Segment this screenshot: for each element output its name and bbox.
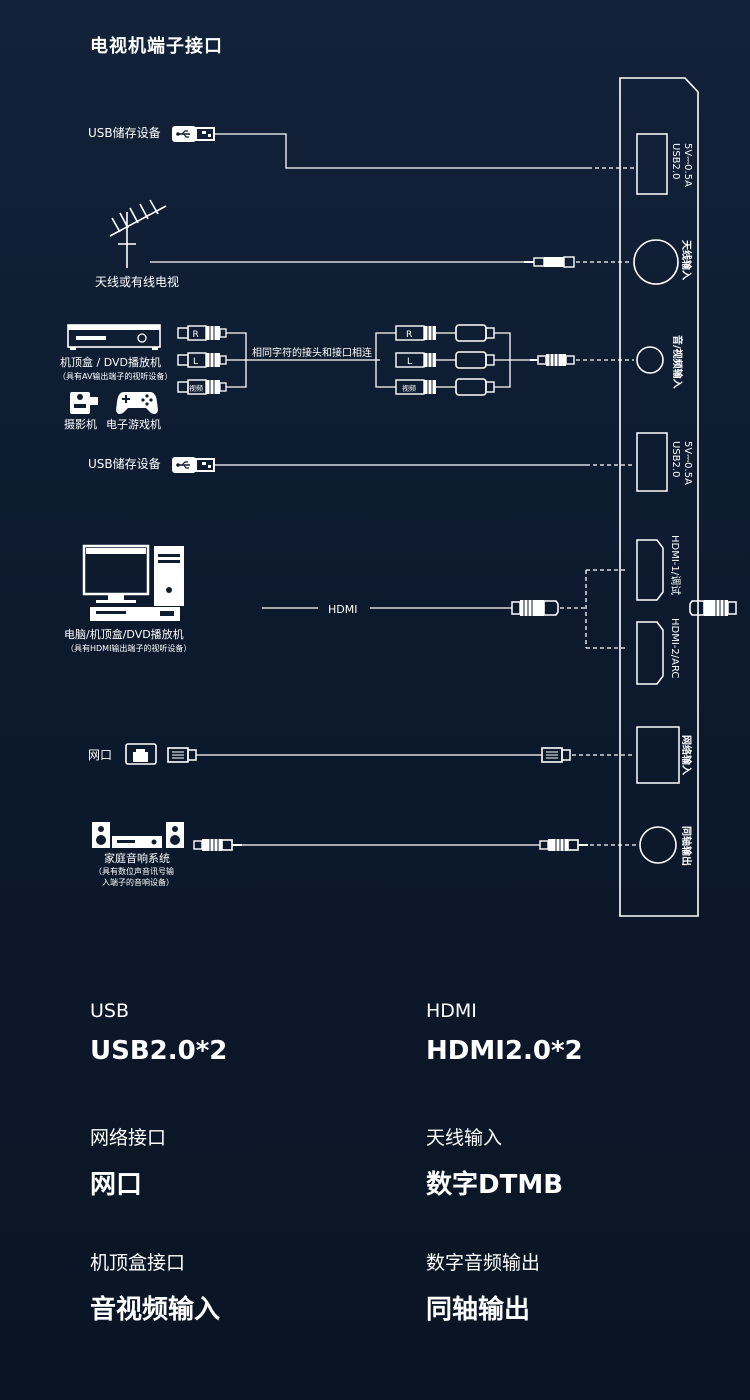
spec-value: 音视频输入 [90,1295,221,1325]
rj45-plug-icon [167,747,197,763]
spec-value: 网口 [90,1170,143,1200]
port-labels: USB2.0 5V⎓0.5A 天线输入 音/视频输入 USB2.0 5V⎓0.5… [669,143,693,866]
av-connect-note: 相同字符的接头和接口相连 [252,346,372,359]
rj45-plug-icon [541,747,571,763]
spec-value: 数字DTMB [426,1170,564,1200]
av-left-plugs: R L 视频 [177,325,227,395]
usb-2-row: USB储存设备 [88,432,668,492]
page-title: 电视机端子接口 [90,36,223,57]
network-row: 网口 [88,726,680,784]
set-top-box-label: 机顶盒 / DVD播放机 [60,355,161,369]
network-port [636,726,680,784]
hdmi-2-port [636,621,664,685]
av-port-label: 音/视频输入 [671,335,684,389]
svg-text:视频: 视频 [402,384,416,393]
hdmi-1-port-label: HDMI-1/调试 [669,535,682,595]
ethernet-port-icon [125,743,157,765]
antenna-row: 天线或有线电视 [95,199,679,289]
spec-hdmi: HDMI HDMI2.0*2 [426,1000,726,1066]
antenna-icon [109,199,167,268]
spec-label: USB [90,1000,130,1022]
camera-label: 摄影机 [64,417,97,431]
usb-1-port-power: 5V⎓0.5A [682,143,693,187]
av-middle-plugs: R L 视频 [395,324,530,396]
game-controller-icon [116,392,158,414]
game-console-label: 电子游戏机 [106,417,161,431]
spec-usb: USB USB2.0*2 [90,1000,390,1066]
antenna-label: 天线或有线电视 [95,274,179,289]
usb-1-row: USB储存设备 [88,125,668,195]
usb-1-port-label: USB2.0 [670,143,681,179]
usb-plug-icon [171,125,215,143]
spec-label: 数字音频输出 [426,1252,541,1274]
spec-label: 网络接口 [90,1127,167,1149]
svg-text:L: L [193,357,198,367]
usb-plug-icon [171,456,215,474]
spec-set-top-box: 机顶盒接口 音视频输入 [90,1248,390,1326]
network-label: 网口 [88,748,112,762]
computer-icon [82,544,184,621]
spec-value: USB2.0*2 [90,1036,228,1066]
coax-plug-icon [539,838,589,852]
hdmi-1-port [636,539,664,601]
usb-1-port [636,133,668,195]
computer-label: 电脑/机顶盒/DVD播放机 [64,627,184,641]
svg-text:L: L [407,357,412,367]
home-audio-note-1: （具有数位声音讯号输 [94,866,174,876]
computer-note: （具有HDMI输出端子的视听设备） [66,643,191,653]
usb-2-port [636,432,668,492]
usb-storage-2-label: USB储存设备 [88,456,161,471]
spec-label: HDMI [426,1000,477,1022]
hdmi-plug-icon [511,599,559,617]
spec-value: HDMI2.0*2 [426,1036,583,1066]
spec-digital-audio: 数字音频输出 同轴输出 [426,1248,726,1326]
hdmi-plug-icon [689,599,737,617]
antenna-port [633,239,679,285]
hdmi-cable-label: HDMI [328,603,357,616]
coax-row: 家庭音响系统 （具有数位声音讯号输 入端子的音响设备） [92,822,677,887]
set-top-box-note: （具有AV输出端子的视听设备） [58,371,172,381]
coax-plug-icon [193,838,243,852]
av-port [636,346,664,374]
dvd-player-icon [67,324,161,350]
av-row: 机顶盒 / DVD播放机 （具有AV输出端子的视听设备） 摄影机 电子游戏机 [58,324,664,431]
coax-port [639,826,677,864]
spec-value: 同轴输出 [426,1295,531,1325]
usb-2-port-power: 5V⎓0.5A [682,441,693,485]
home-audio-label: 家庭音响系统 [104,851,170,865]
hdmi-row: 电脑/机顶盒/DVD播放机 （具有HDMI输出端子的视听设备） HDMI [64,539,737,685]
network-port-label: 网络输入 [680,735,693,775]
spec-network: 网络接口 网口 [90,1123,390,1201]
connection-diagram: USB储存设备 天线或有线电视 [58,77,737,917]
antenna-port-label: 天线输入 [680,240,693,280]
usb-2-port-label: USB2.0 [670,441,681,477]
svg-text:R: R [406,330,412,340]
spec-label: 机顶盒接口 [90,1252,186,1274]
usb-storage-1-label: USB储存设备 [88,125,161,140]
hdmi-2-port-label: HDMI-2/ARC [669,618,680,678]
home-audio-note-2: 入端子的音响设备） [102,877,174,887]
spec-antenna: 天线输入 数字DTMB [426,1123,726,1201]
speaker-system-icon [92,822,184,848]
camera-icon [70,392,98,414]
tv-panel [619,77,699,917]
spec-label: 天线输入 [426,1127,503,1149]
svg-text:R: R [193,330,199,340]
coax-port-label: 同轴输出 [680,826,693,866]
svg-text:视频: 视频 [189,384,203,393]
